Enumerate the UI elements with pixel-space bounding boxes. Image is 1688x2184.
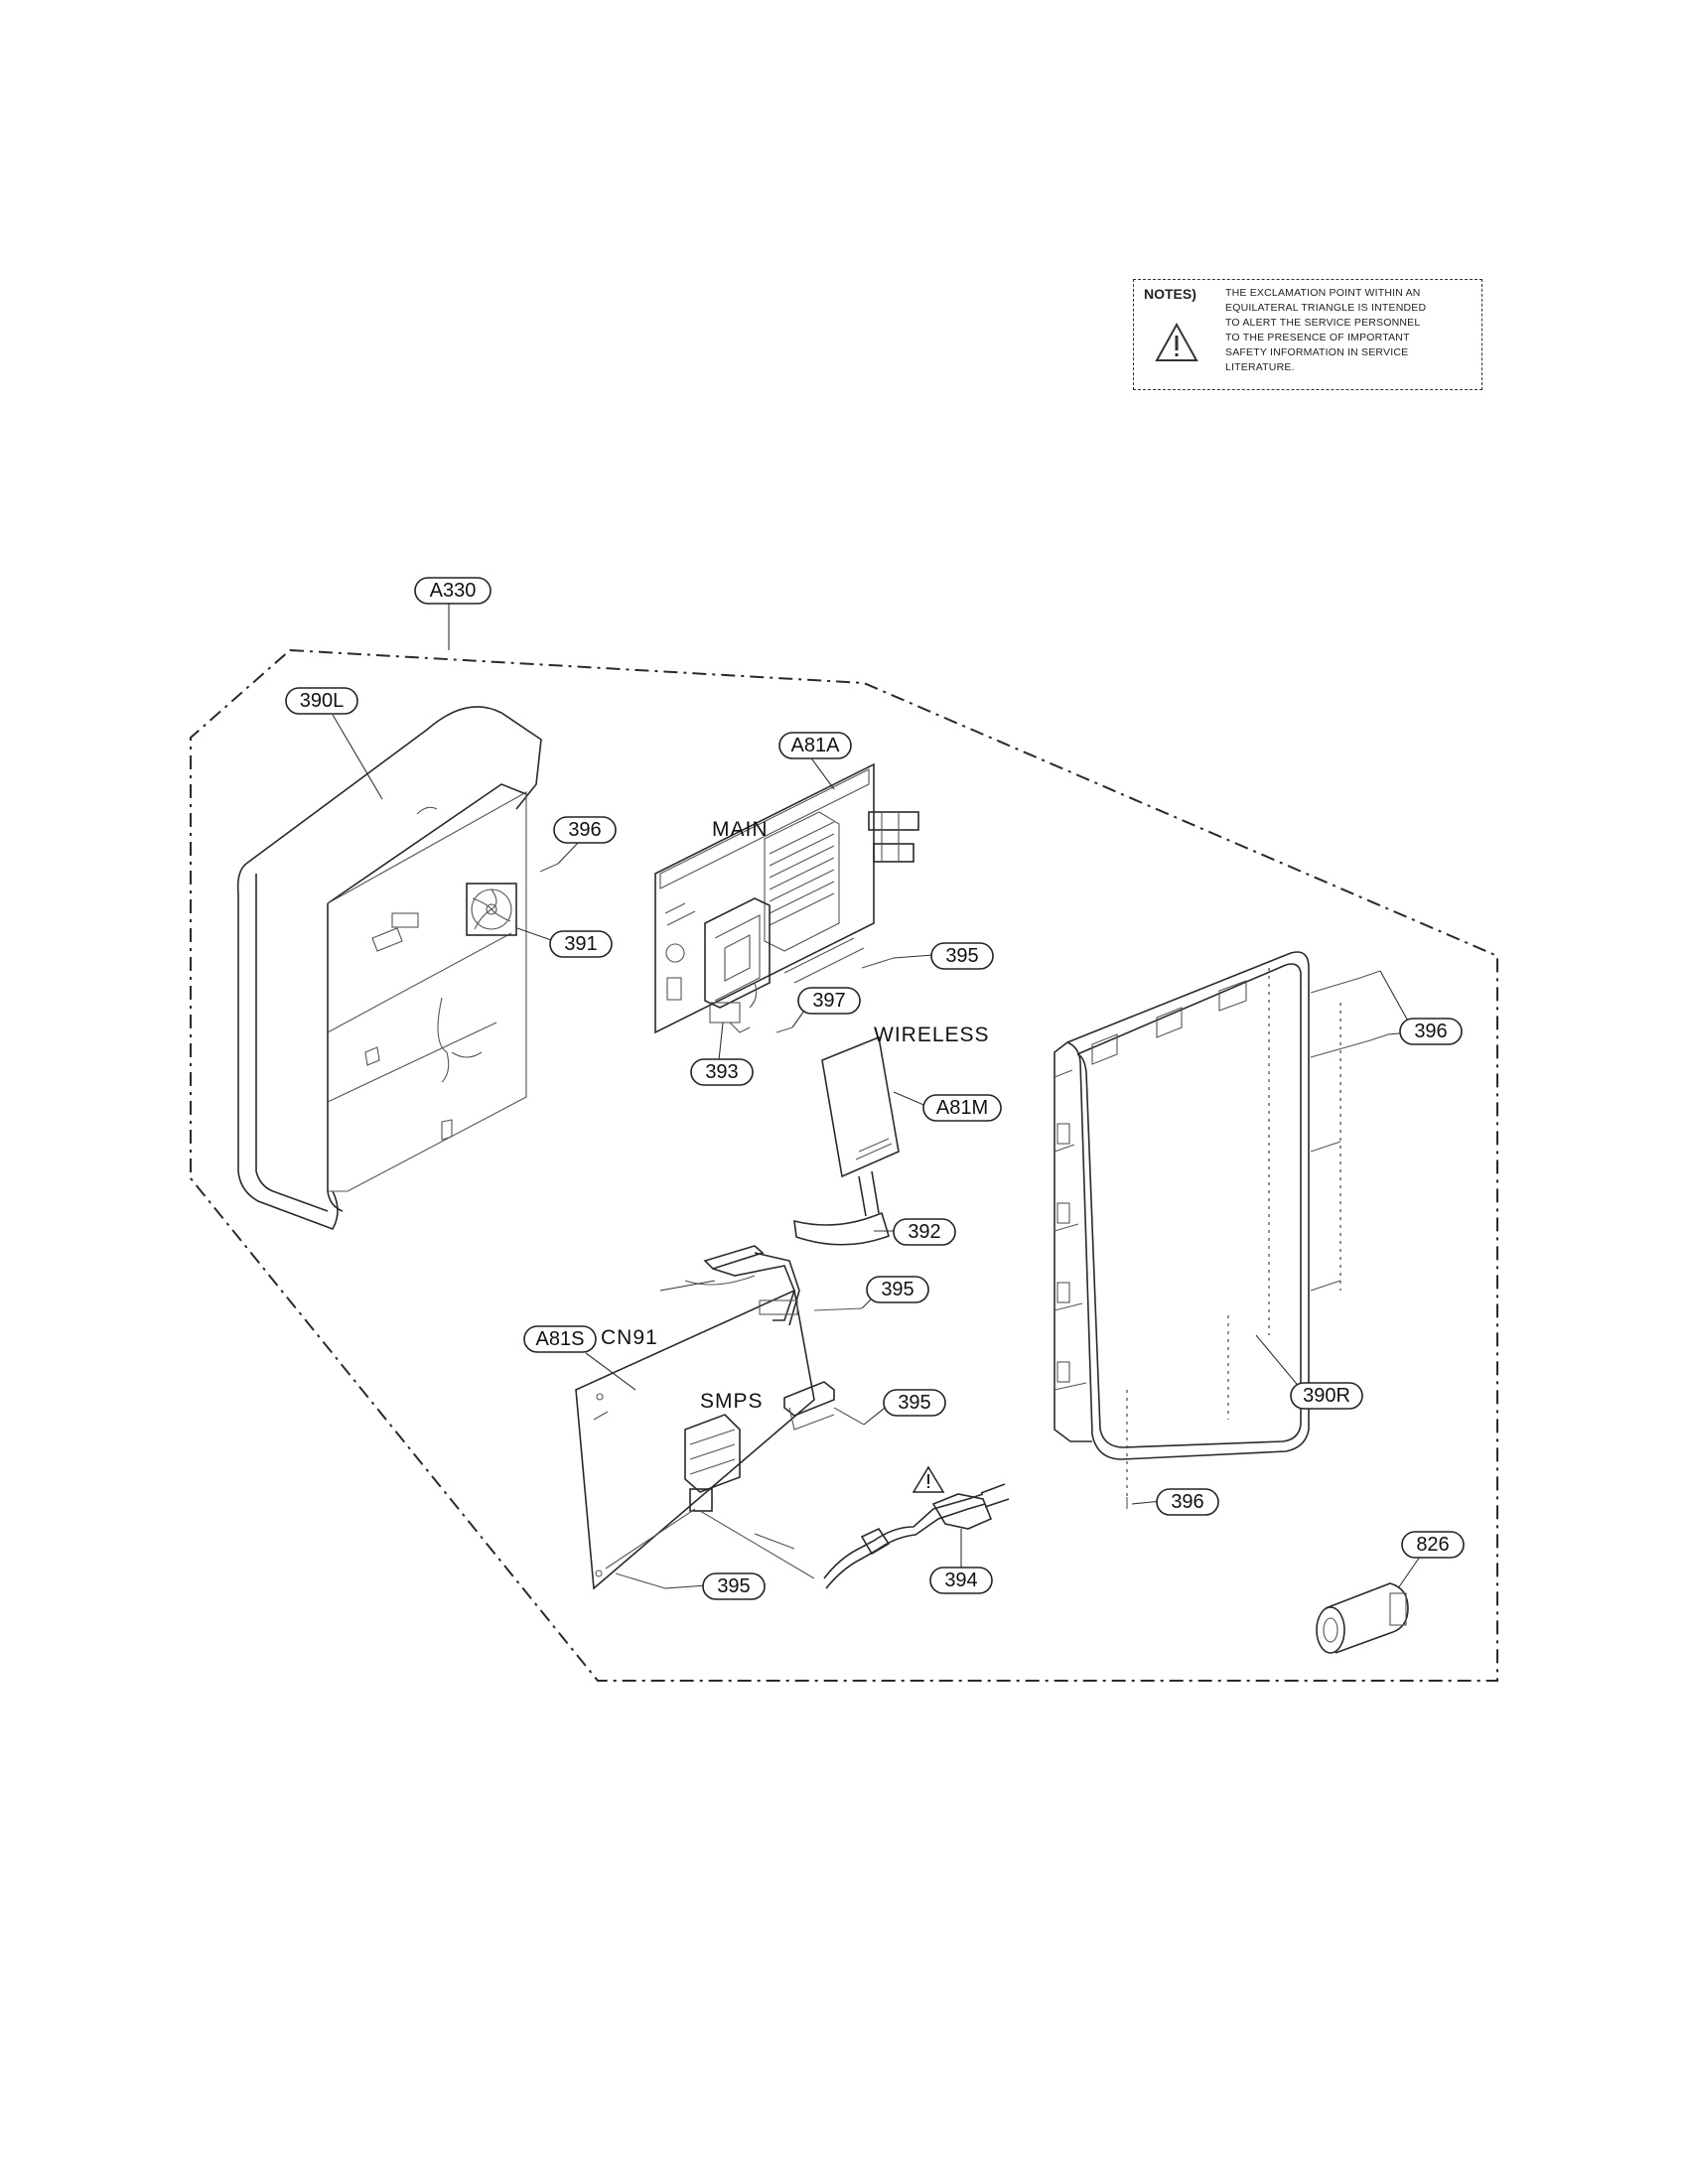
ferrite-core-826	[1316, 1556, 1421, 1654]
screw-396-bottom: 396	[1126, 1488, 1219, 1516]
callout-390l: 390L	[285, 687, 358, 715]
callout-label: 396	[1414, 1021, 1447, 1042]
module-a81m-wireless	[793, 1035, 929, 1246]
callout-label: 395	[898, 1392, 930, 1414]
warning-triangle-icon	[912, 1465, 945, 1493]
callout-a81a: A81A	[778, 732, 852, 759]
assembly-boundary	[190, 648, 1498, 1682]
notes-line: EQUILATERAL TRIANGLE IS INTENDED	[1225, 302, 1427, 314]
callout-826: 826	[1401, 1531, 1465, 1559]
callout-label: 395	[945, 945, 978, 967]
callout-label: 396	[1171, 1491, 1203, 1513]
screw-395-smps-mid: 395	[833, 1389, 946, 1426]
label-smps: SMPS	[700, 1390, 764, 1413]
notes-text: THE EXCLAMATION POINT WITHIN AN EQUILATE…	[1225, 286, 1477, 375]
callout-a81m: A81M	[922, 1094, 1002, 1122]
notes-label: NOTES)	[1144, 286, 1196, 302]
power-cord-394	[823, 1483, 1010, 1589]
callout-label: 392	[908, 1221, 940, 1243]
board-a81s-smps	[575, 1245, 835, 1590]
callout-a330: A330	[414, 577, 492, 650]
screw-397: 397	[775, 987, 861, 1033]
callout-394: 394	[929, 1567, 993, 1594]
callout-label: A330	[430, 580, 477, 602]
callout-label: 391	[564, 933, 597, 955]
callout-390r: 390R	[1290, 1382, 1363, 1410]
board-a81a-main	[654, 754, 919, 1034]
cabinet-390r	[1054, 951, 1371, 1497]
label-main: MAIN	[712, 818, 769, 841]
screw-396-top: 396	[539, 816, 617, 873]
label-wireless: WIRELESS	[874, 1024, 990, 1046]
notes-line: TO THE PRESENCE OF IMPORTANT	[1225, 332, 1410, 343]
callout-label: 393	[705, 1061, 738, 1083]
notes-line: LITERATURE.	[1225, 361, 1295, 373]
callout-393: 393	[690, 1022, 754, 1086]
notes-line: SAFETY INFORMATION IN SERVICE	[1225, 346, 1409, 358]
screw-396-right: 396	[1359, 970, 1463, 1045]
callout-392: 392	[874, 1218, 956, 1246]
callout-label: 394	[944, 1570, 977, 1591]
callout-label: A81A	[791, 735, 841, 756]
notes-line: TO ALERT THE SERVICE PERSONNEL	[1225, 317, 1421, 329]
callout-label: 395	[717, 1575, 750, 1597]
notes-line: THE EXCLAMATION POINT WITHIN AN	[1225, 287, 1421, 299]
callout-label: A81M	[936, 1097, 988, 1119]
callout-label: A81S	[536, 1328, 585, 1350]
callout-391: 391	[516, 927, 613, 958]
cabinet-390l	[236, 706, 542, 1230]
callout-label: 826	[1416, 1534, 1449, 1556]
screw-395-smps-top: 395	[813, 1276, 929, 1311]
screw-395-smps-bottom: 395	[615, 1572, 766, 1600]
callout-label: 395	[881, 1279, 914, 1300]
callout-label: 397	[812, 990, 845, 1012]
notes-box: NOTES) THE EXCLAMATION POINT WITHIN AN E…	[1133, 279, 1482, 390]
warning-triangle-icon	[1155, 322, 1198, 361]
callout-label: 396	[568, 819, 601, 841]
screw-395-main: 395	[861, 942, 994, 970]
cn91-leader	[659, 1280, 716, 1292]
label-cn91: CN91	[601, 1326, 658, 1349]
callout-label: 390R	[1303, 1385, 1350, 1407]
callout-a81s: A81S	[523, 1325, 636, 1391]
callout-label: 390L	[300, 690, 345, 712]
